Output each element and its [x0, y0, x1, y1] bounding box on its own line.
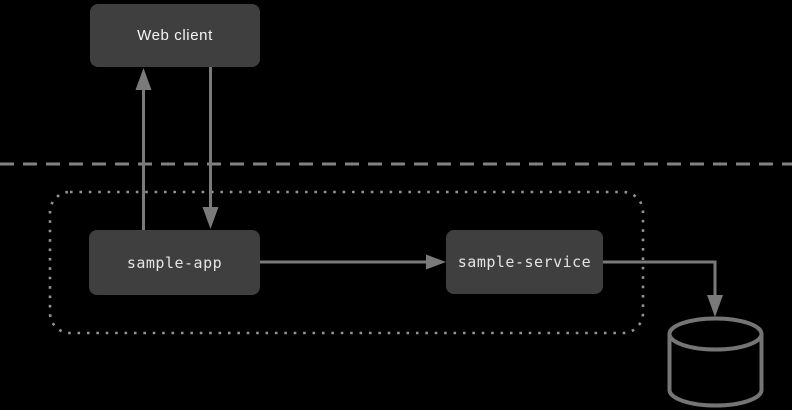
edge-sampleservice-to-database — [603, 260, 723, 317]
edge-sampleapp-to-webclient — [135, 68, 152, 230]
arrowhead-up — [135, 68, 152, 90]
node-web-client: Web client — [90, 4, 260, 67]
database-cylinder-icon — [667, 316, 764, 408]
edge-sampleapp-to-sampleservice — [260, 254, 446, 270]
arrowhead-down-into-db — [707, 295, 723, 317]
sample-app-label: sample-app — [126, 253, 223, 272]
node-sample-service: sample-service — [446, 230, 603, 294]
web-client-label: Web client — [137, 27, 213, 44]
node-sample-app: sample-app — [89, 230, 260, 295]
arrowhead-right — [426, 254, 446, 270]
edge-webclient-to-sampleapp — [202, 67, 219, 229]
arrowhead-down — [202, 207, 219, 229]
sample-service-label: sample-service — [457, 253, 592, 271]
